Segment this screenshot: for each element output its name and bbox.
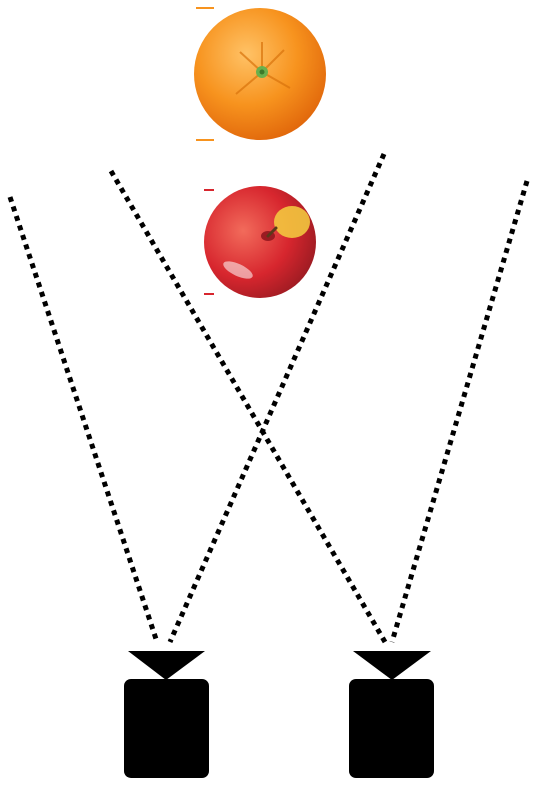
right-camera [349,651,434,778]
left-camera [124,651,209,778]
left-camera-right-ray [167,152,387,644]
camera-icon [353,651,431,680]
left-camera-left-ray [7,196,160,643]
apple-icon [204,186,316,298]
right-camera-right-ray [389,180,530,643]
orange-icon [194,7,326,141]
camera-icon [128,651,205,680]
right-camera-left-ray [108,169,388,644]
